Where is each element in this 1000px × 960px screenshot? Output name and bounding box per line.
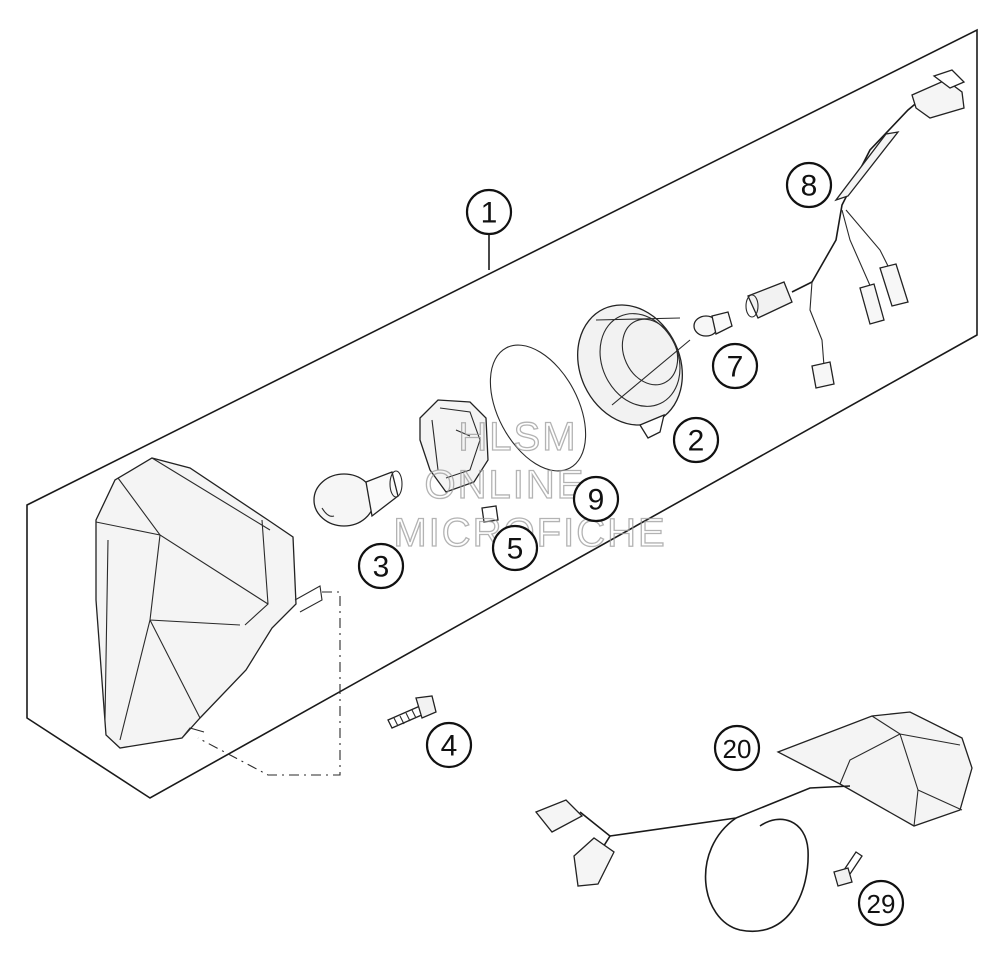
callout-20[interactable]: 20: [713, 724, 761, 772]
callout-1[interactable]: 1: [465, 188, 513, 236]
callout-9[interactable]: 9: [572, 475, 620, 523]
callout-9-label: 9: [588, 484, 605, 517]
callout-8-label: 8: [801, 170, 818, 203]
callout-1-label: 1: [481, 197, 498, 230]
assembly-dashed-line: [197, 591, 341, 776]
bulb-h4: [313, 470, 403, 527]
rubber-cap: [577, 304, 691, 439]
callout-7-label: 7: [727, 351, 744, 384]
parking-bulb: [693, 311, 733, 337]
callout-5[interactable]: 5: [491, 524, 539, 572]
watermark-line-2: ONLINE: [425, 463, 586, 507]
callout-20-label: 20: [723, 734, 752, 764]
callout-4-label: 4: [441, 730, 458, 763]
callout-8[interactable]: 8: [785, 161, 833, 209]
callout-4[interactable]: 4: [425, 721, 473, 769]
assembly-box-outline: [26, 28, 978, 799]
callout-3-label: 3: [373, 551, 390, 584]
wiring-harness: [745, 69, 966, 389]
screw-m6: [387, 695, 437, 729]
number-plate: [776, 711, 973, 827]
callout-5-label: 5: [507, 533, 524, 566]
watermark: HLSM ONLINE MICROFICHE: [393, 414, 666, 555]
headlight-mask: [95, 457, 323, 749]
callout-29[interactable]: 29: [857, 879, 905, 927]
callout-2-label: 2: [688, 425, 705, 458]
callout-3[interactable]: 3: [357, 542, 405, 590]
callout-2[interactable]: 2: [672, 416, 720, 464]
bulb-socket: [419, 399, 499, 523]
lens-disc: [489, 344, 587, 472]
callout-7[interactable]: 7: [711, 342, 759, 390]
screw-29: [833, 851, 863, 887]
plate-harness: [534, 785, 851, 933]
callout-29-label: 29: [867, 889, 896, 919]
watermark-line-1: HLSM: [458, 415, 577, 459]
